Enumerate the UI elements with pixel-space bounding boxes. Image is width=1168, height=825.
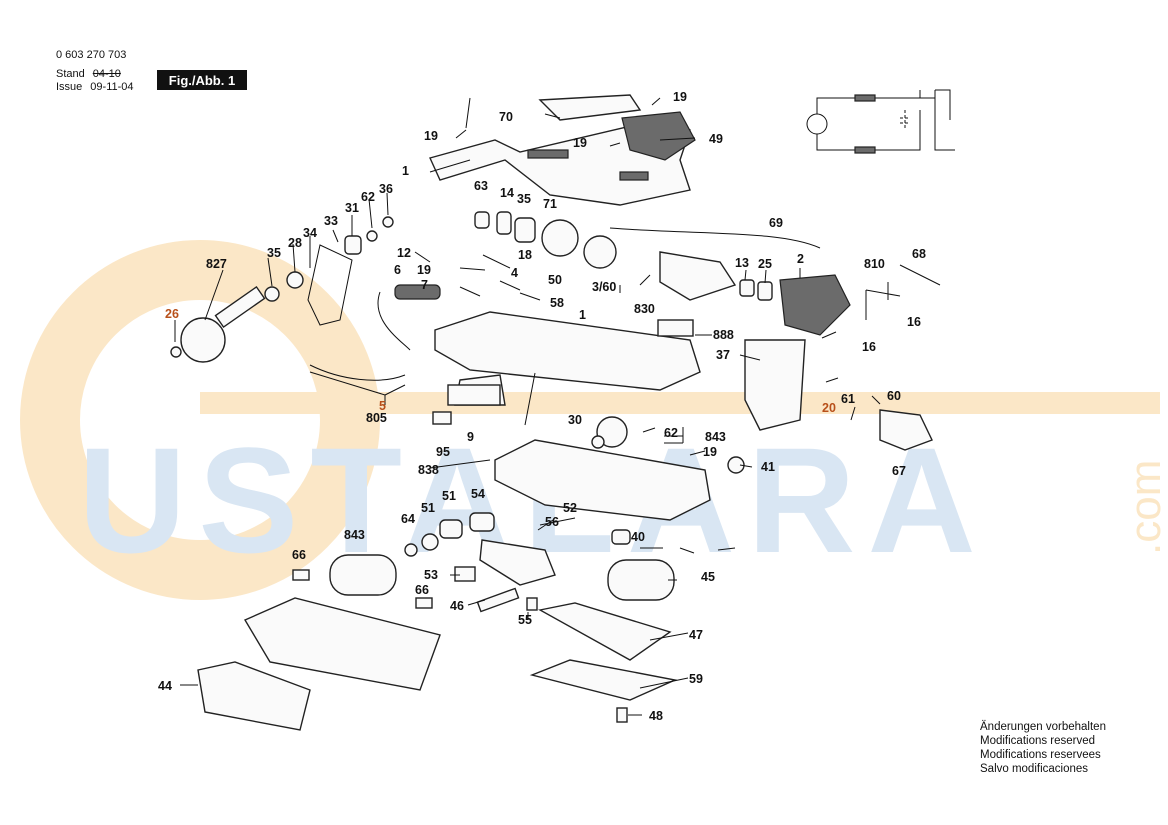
part-labels: 19 70 19 49 19 1 63 36 14 35 62 71 31 33…	[158, 90, 926, 723]
label-45: 45	[701, 570, 715, 584]
label-68: 68	[912, 247, 926, 261]
label-58: 58	[550, 296, 564, 310]
label-66: 66	[415, 583, 429, 597]
label-35: 35	[517, 192, 531, 206]
label-25: 25	[758, 257, 772, 271]
label-49: 49	[709, 132, 723, 146]
issue-label: Issue	[56, 81, 83, 93]
label-48: 48	[649, 709, 663, 723]
notice-line-de: Änderungen vorbehalten	[980, 721, 1106, 733]
label-16: 16	[862, 340, 876, 354]
label-26: 26	[165, 307, 179, 321]
label-5: 5	[379, 399, 386, 413]
label-843: 843	[705, 430, 726, 444]
label-54: 54	[471, 487, 485, 501]
label-63: 63	[474, 179, 488, 193]
base-frame	[329, 416, 745, 613]
label-55: 55	[518, 613, 532, 627]
label-67: 67	[892, 464, 906, 478]
label-50: 50	[548, 273, 562, 287]
label-7: 7	[421, 278, 428, 292]
label-13: 13	[735, 256, 749, 270]
label-44: 44	[158, 679, 172, 693]
label-64: 64	[401, 512, 415, 526]
label-59: 59	[689, 672, 703, 686]
label-2: 2	[797, 252, 804, 266]
label-19: 19	[417, 263, 431, 277]
label-33: 33	[324, 214, 338, 228]
upper-housing-assembly	[429, 94, 696, 206]
label-37: 37	[716, 348, 730, 362]
label-14: 14	[500, 186, 514, 200]
belt-drive	[170, 216, 394, 363]
label-6: 6	[394, 263, 401, 277]
label-1: 1	[579, 308, 586, 322]
notice-line-en: Modifications reserved	[980, 735, 1096, 747]
notice-line-fr: Modifications reservees	[980, 749, 1101, 761]
label-843: 843	[344, 528, 365, 542]
label-9: 9	[467, 430, 474, 444]
label-838: 838	[418, 463, 439, 477]
label-70: 70	[499, 110, 513, 124]
label-61: 61	[841, 392, 855, 406]
wiring-schematic	[806, 89, 955, 154]
label-888: 888	[713, 328, 734, 342]
label-47: 47	[689, 628, 703, 642]
label-62: 62	[361, 190, 375, 204]
label-35: 35	[267, 246, 281, 260]
document-number: 0 603 270 703	[56, 49, 127, 61]
label-46: 46	[450, 599, 464, 613]
sanding-belt-and-plates	[197, 384, 678, 731]
label-66: 66	[292, 548, 306, 562]
label-71: 71	[543, 197, 557, 211]
label-51: 51	[421, 501, 435, 515]
label-827: 827	[206, 257, 227, 271]
label-31: 31	[345, 201, 359, 215]
label-40: 40	[631, 530, 645, 544]
label-52: 52	[563, 501, 577, 515]
label-20: 20	[822, 401, 836, 415]
label-51: 51	[442, 489, 456, 503]
issue-date: 09-11-04	[90, 81, 134, 93]
label-30: 30	[568, 413, 582, 427]
revision-block: Stand 04-10 Issue 09-11-04	[56, 68, 134, 94]
label-19: 19	[703, 445, 717, 459]
motor-and-gears	[474, 211, 851, 336]
label-3-60: 3/60	[592, 280, 616, 294]
label-34: 34	[303, 226, 317, 240]
label-62: 62	[664, 426, 678, 440]
label-56: 56	[545, 515, 559, 529]
label-95: 95	[436, 445, 450, 459]
label-60: 60	[887, 389, 901, 403]
label-805: 805	[366, 411, 387, 425]
label-19: 19	[424, 129, 438, 143]
stand-label: Stand	[56, 68, 85, 80]
label-18: 18	[518, 248, 532, 262]
label-12: 12	[397, 246, 411, 260]
label-53: 53	[424, 568, 438, 582]
label-36: 36	[379, 182, 393, 196]
label-4: 4	[511, 266, 518, 280]
label-830: 830	[634, 302, 655, 316]
label-69: 69	[769, 216, 783, 230]
figure-label: Fig./Abb. 1	[157, 70, 247, 90]
label-41: 41	[761, 460, 775, 474]
stand-date: 04-10	[92, 68, 121, 80]
label-19: 19	[573, 136, 587, 150]
notice-line-es: Salvo modificaciones	[980, 763, 1089, 775]
label-16: 16	[907, 315, 921, 329]
label-810: 810	[864, 257, 885, 271]
label-1: 1	[402, 164, 409, 178]
leader-lines	[174, 97, 941, 716]
label-28: 28	[288, 236, 302, 250]
power-cable	[309, 284, 441, 381]
label-19: 19	[673, 90, 687, 104]
modifications-notice: Änderungen vorbehalten Modifications res…	[980, 720, 1106, 776]
